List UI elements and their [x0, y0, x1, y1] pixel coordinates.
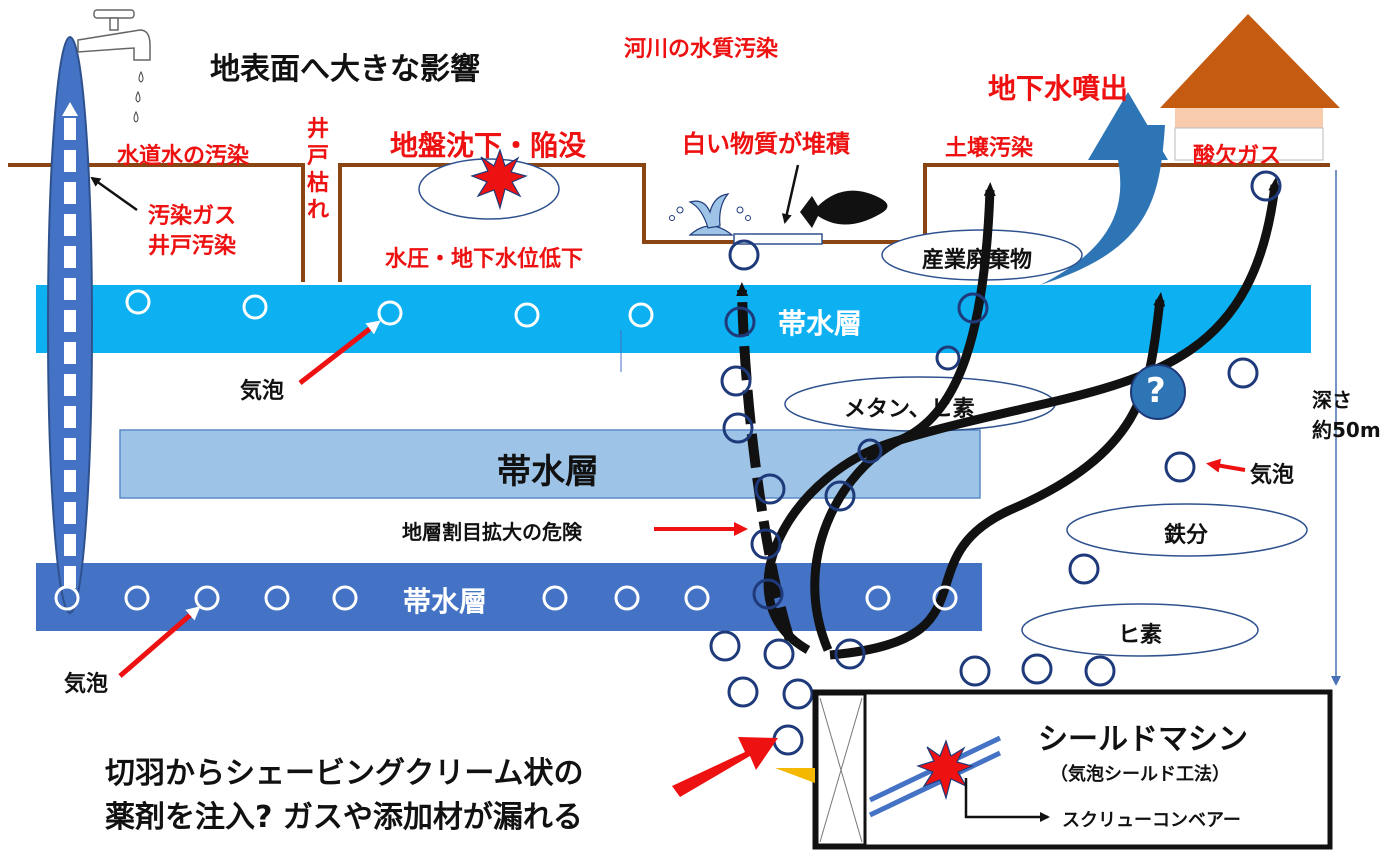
gush-arrow: [1040, 125, 1165, 285]
aquifer-middle-band: [119, 429, 981, 499]
label-river-pollution: 河川の水質汚染: [624, 37, 779, 62]
bubble-arrow-lower: [118, 606, 201, 678]
white-deposit: [733, 233, 823, 245]
bubbles: [54, 170, 1282, 756]
label-subsidence: 地盤沈下・陥没: [390, 129, 587, 162]
oval-arsenic: [1021, 603, 1259, 657]
label-well-dry: 井 戸 枯 れ: [307, 117, 330, 223]
gush-arrow-head: [1088, 92, 1168, 160]
label-aquifer-top: 帯水層: [778, 307, 863, 340]
fish-icon: [800, 190, 888, 228]
label-soil-pollution: 土壌汚染: [945, 136, 1034, 161]
cutter-wedge: [775, 768, 815, 783]
label-depth: 深さ 約50m: [1312, 388, 1381, 442]
label-injection-note: 切羽からシェービングクリーム状の 薬剤を注入? ガスや添加材が漏れる: [105, 756, 584, 835]
explosion-icon: [470, 148, 528, 211]
label-arsenic: ヒ素: [1118, 623, 1163, 648]
label-fissure-danger: 地層割目拡大の危険: [402, 520, 582, 544]
label-shield-method: （気泡シールド工法）: [1050, 764, 1230, 785]
river-gap-mask: [646, 161, 923, 167]
explosion-icon-machine: [916, 739, 974, 801]
fountain-icon: [669, 193, 751, 236]
gas-path-3: [810, 177, 1281, 652]
injection-arrow: [672, 737, 778, 797]
label-aquifer-middle: 帯水層: [497, 452, 599, 492]
label-oxygen-lack-gas: 酸欠ガス: [1193, 144, 1282, 169]
pipe-ladder: [62, 102, 78, 588]
bubble-arrow-upper: [298, 320, 381, 385]
label-screw-conveyor: スクリューコンベアー: [1062, 810, 1241, 831]
label-bubble-right: 気泡: [1250, 463, 1295, 488]
shield-machine-body: [812, 689, 1333, 850]
screw-conveyor-pipe-2: [868, 750, 1002, 818]
label-iron: 鉄分: [1164, 523, 1209, 548]
aquifer-bottom-band: [36, 563, 982, 631]
label-ground-impact: 地表面へ大きな影響: [210, 52, 480, 87]
label-white-substance: 白い物質が堆積: [682, 130, 850, 158]
label-methane-arsenic: メタン、ヒ素: [844, 397, 975, 422]
bubble-arrow-right: [1206, 458, 1246, 473]
well-gap-mask: [305, 161, 338, 167]
label-polluted-gas-well: 汚染ガス 井戸汚染: [148, 204, 237, 259]
label-water-pressure: 水圧・地下水位低下: [385, 247, 584, 272]
label-shield-machine: シールドマシン: [1038, 722, 1248, 757]
cutter-cross-2: [819, 697, 863, 843]
gas-pollution-arrow: [90, 176, 138, 212]
faucet-icon: [77, 9, 151, 123]
label-question: ?: [1146, 371, 1166, 411]
aquifer-top-band: [36, 285, 1311, 353]
oval-iron: [1066, 503, 1308, 557]
house-icon: [1160, 14, 1340, 161]
screw-conveyor-pointer: [964, 778, 1050, 822]
label-bubble-left-upper: 気泡: [240, 379, 285, 404]
question-icon: [1130, 364, 1186, 420]
label-aquifer-bottom: 帯水層: [403, 585, 488, 618]
label-industrial-waste: 産業廃棄物: [922, 248, 1033, 273]
gas-path-dashed: [736, 282, 795, 642]
label-groundwater-gush: 地下水噴出: [988, 72, 1129, 105]
deposit-arrow: [781, 164, 800, 224]
label-tap-water: 水道水の汚染: [117, 144, 250, 169]
label-bubble-left-lower: 気泡: [64, 672, 109, 697]
